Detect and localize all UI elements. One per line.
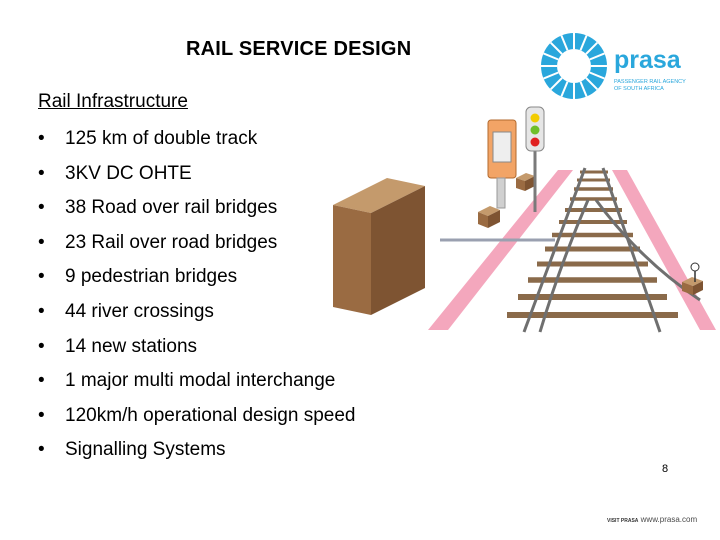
page-number: 8: [662, 463, 669, 475]
signal-lamp-red-icon: [530, 137, 540, 147]
footer-visit: VISIT PRASA: [607, 518, 639, 524]
footer: VISIT PRASA www.prasa.com: [607, 515, 697, 524]
logo-tagline-2: OF SOUTH AFRICA: [614, 86, 664, 92]
list-item-text: 14 new stations: [65, 335, 198, 357]
list-item-text: 9 pedestrian bridges: [65, 266, 238, 288]
rail-infrastructure-illustration: [333, 106, 716, 333]
list-item: • 1 major multi modal interchange: [38, 364, 438, 399]
infrastructure-list: • 125 km of double track • 3KV DC OHTE • 38…: [38, 122, 438, 468]
equipment-box: [333, 178, 425, 315]
list-item-text: 1 major multi modal interchange: [65, 370, 336, 392]
signal-lamp-green-icon: [530, 125, 540, 135]
list-item-text: Signalling Systems: [65, 439, 226, 461]
list-item: • 44 river crossings: [38, 295, 438, 330]
bullet-icon: •: [38, 162, 45, 184]
infrastructure-section: Rail Infrastructure • 125 km of double tr…: [38, 88, 438, 468]
list-item: • 120km/h operational design speed: [38, 399, 438, 434]
list-item-text: 38 Road over rail bridges: [65, 197, 278, 219]
list-item: • 38 Road over rail bridges: [38, 191, 438, 226]
list-item: • 14 new stations: [38, 330, 438, 365]
logo-wordmark: prasa: [614, 46, 682, 74]
list-item-text: 3KV DC OHTE: [65, 162, 192, 184]
list-item: • Signalling Systems: [38, 433, 438, 468]
bullet-icon: •: [38, 266, 45, 288]
prasa-sun-icon: [541, 33, 607, 99]
list-item: • 125 km of double track: [38, 122, 438, 157]
bullet-icon: •: [38, 300, 45, 322]
list-item: • 23 Rail over road bridges: [38, 226, 438, 261]
small-box-3: [682, 277, 703, 295]
list-item-text: 23 Rail over road bridges: [65, 231, 278, 253]
small-box-2: [516, 173, 535, 191]
section-heading: Rail Infrastructure: [38, 91, 188, 112]
left-embankment: [428, 170, 573, 330]
logo-tagline-1: PASSENGER RAIL AGENCY: [614, 79, 686, 85]
traffic-signal: [525, 106, 545, 212]
list-item-text: 125 km of double track: [65, 128, 258, 149]
signal-lamp-yellow-icon: [530, 113, 540, 123]
list-item: • 3KV DC OHTE: [38, 157, 438, 192]
bullet-icon: •: [38, 128, 45, 149]
bullet-icon: •: [38, 197, 45, 219]
bullet-icon: •: [38, 439, 45, 461]
bullet-icon: •: [38, 370, 45, 392]
bullet-icon: •: [38, 404, 45, 426]
signal-cabinet: [487, 119, 517, 209]
list-item-text: 44 river crossings: [65, 300, 214, 322]
slide-title: RAIL SERVICE DESIGN: [186, 38, 412, 60]
bullet-icon: •: [38, 231, 45, 253]
footer-url: www.prasa.com: [640, 515, 698, 524]
list-item-text: 120km/h operational design speed: [65, 404, 356, 426]
small-box-1: [478, 206, 500, 228]
list-item: • 9 pedestrian bridges: [38, 260, 438, 295]
prasa-logo: prasa PASSENGER RAIL AGENCY OF SOUTH AFR…: [541, 33, 686, 99]
trackside-marker: [690, 262, 700, 272]
sleepers: [507, 170, 678, 318]
bullet-icon: •: [38, 335, 45, 357]
